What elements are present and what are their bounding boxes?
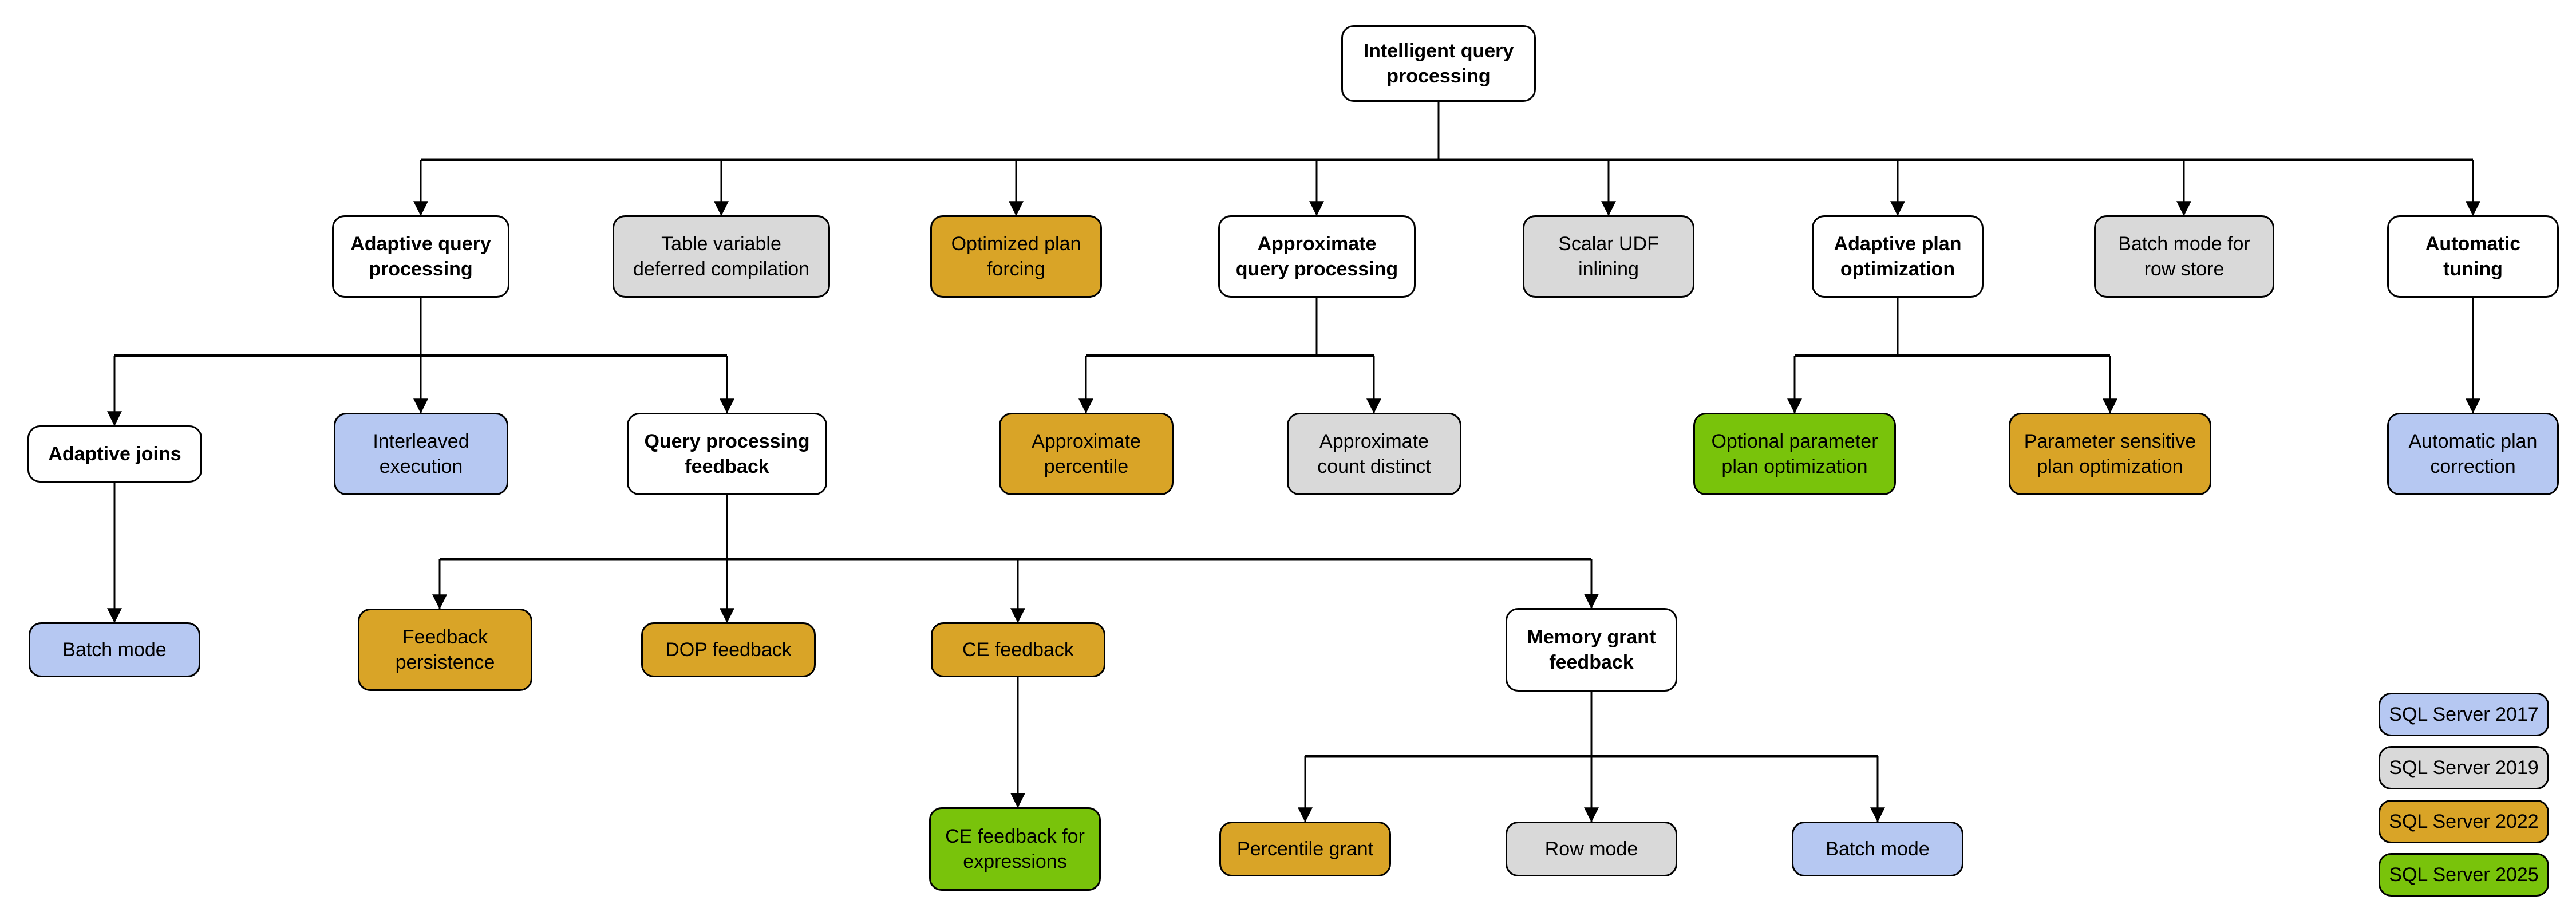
node-optional-parameter-plan-optimization: Optional parameter plan optimization — [1693, 413, 1896, 495]
node-approximate-percentile: Approximate percentile — [999, 413, 1174, 495]
legend-sql-server-2025: SQL Server 2025 — [2379, 853, 2549, 897]
node-adaptive-plan-optimization: Adaptive plan optimization — [1812, 215, 1984, 298]
node-automatic-plan-correction: Automatic plan correction — [2387, 413, 2559, 495]
legend-sql-server-2022: SQL Server 2022 — [2379, 800, 2549, 843]
node-parameter-sensitive-plan-optimization: Parameter sensitive plan optimization — [2009, 413, 2211, 495]
node-intelligent-query-processing: Intelligent query processing — [1341, 25, 1536, 102]
node-batch-mode-memory-grant: Batch mode — [1792, 822, 1963, 876]
node-query-processing-feedback: Query processing feedback — [627, 413, 827, 495]
node-scalar-udf-inlining: Scalar UDF inlining — [1523, 215, 1694, 298]
node-batch-mode-for-row-store: Batch mode for row store — [2094, 215, 2274, 298]
node-batch-mode-adaptive-joins: Batch mode — [29, 622, 200, 677]
node-memory-grant-feedback: Memory grant feedback — [1506, 608, 1677, 692]
node-feedback-persistence: Feedback persistence — [358, 609, 532, 691]
node-approximate-query-processing: Approximate query processing — [1218, 215, 1416, 298]
node-row-mode: Row mode — [1506, 822, 1677, 876]
node-dop-feedback: DOP feedback — [641, 622, 816, 677]
node-table-variable-deferred-compilation: Table variable deferred compilation — [613, 215, 830, 298]
node-percentile-grant: Percentile grant — [1219, 822, 1391, 876]
legend-sql-server-2019: SQL Server 2019 — [2379, 746, 2549, 789]
node-ce-feedback-for-expressions: CE feedback for expressions — [929, 807, 1101, 891]
node-optimized-plan-forcing: Optimized plan forcing — [930, 215, 1102, 298]
node-ce-feedback: CE feedback — [931, 622, 1105, 677]
node-approximate-count-distinct: Approximate count distinct — [1287, 413, 1461, 495]
node-adaptive-query-processing: Adaptive query processing — [332, 215, 509, 298]
node-automatic-tuning: Automatic tuning — [2387, 215, 2559, 298]
legend-sql-server-2017: SQL Server 2017 — [2379, 693, 2549, 736]
node-adaptive-joins: Adaptive joins — [27, 425, 202, 483]
node-interleaved-execution: Interleaved execution — [334, 413, 508, 495]
